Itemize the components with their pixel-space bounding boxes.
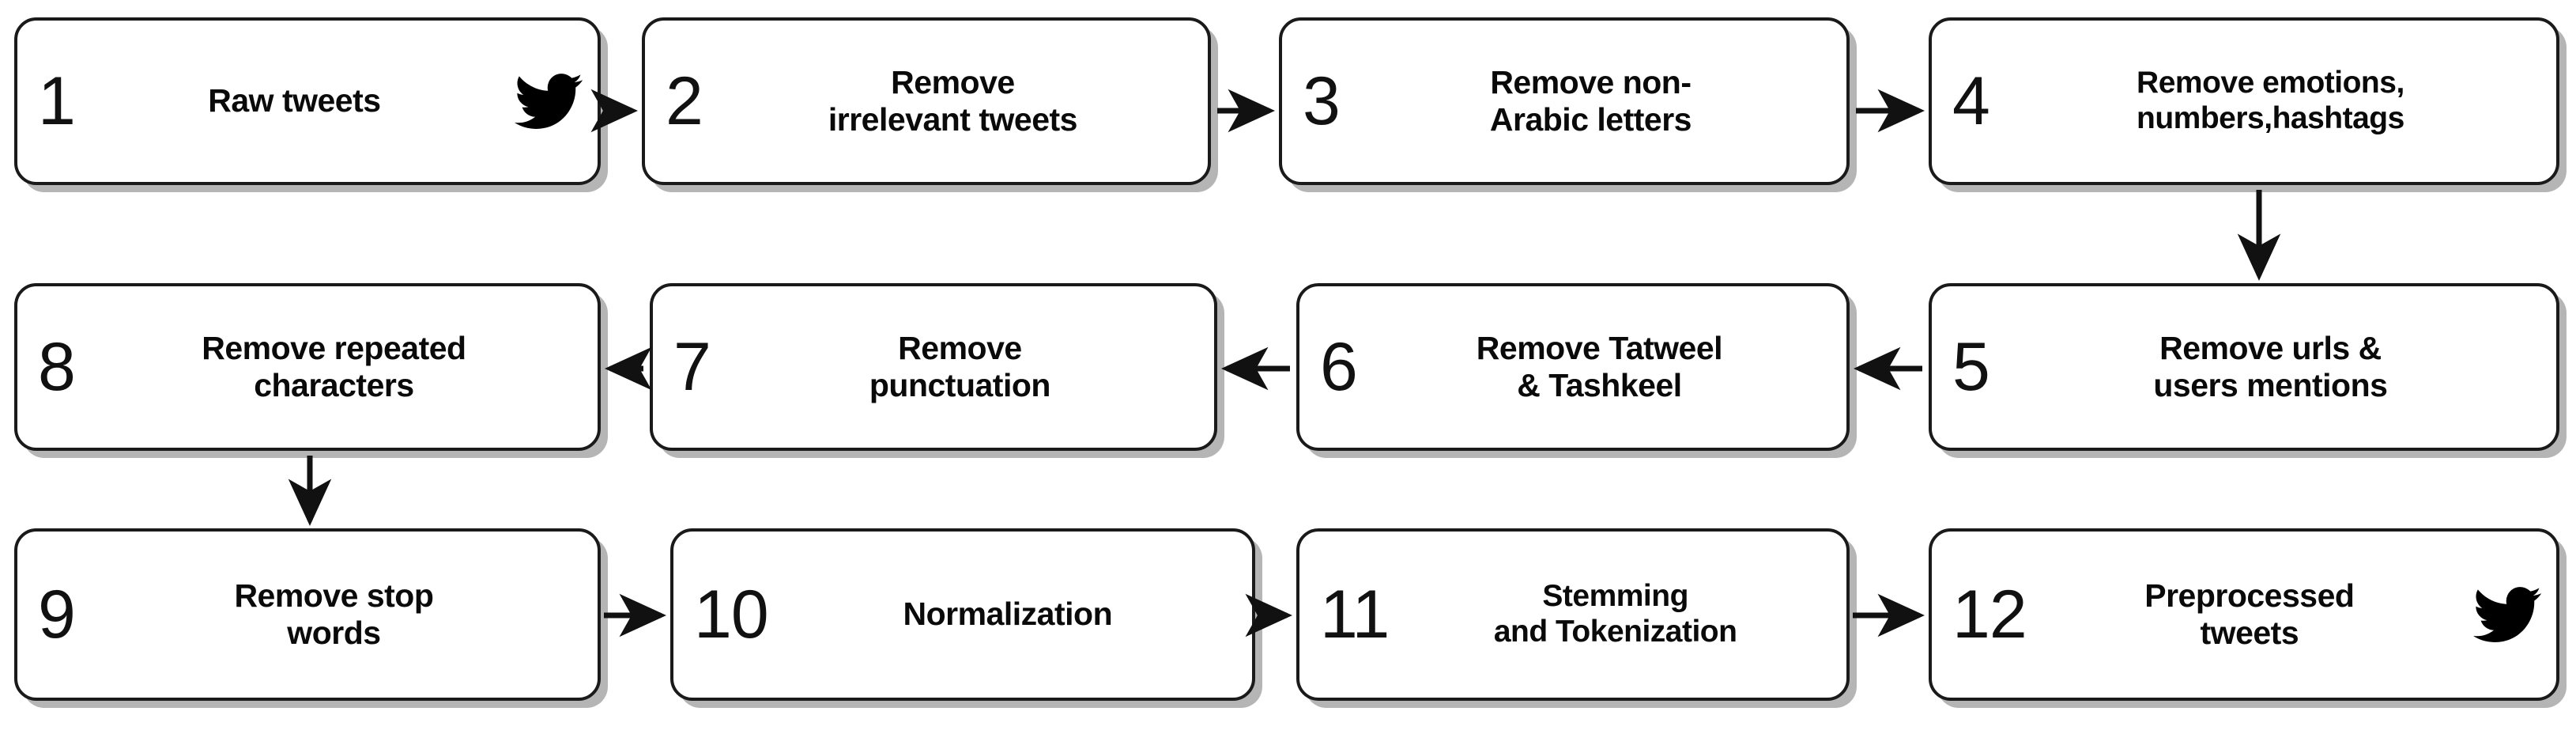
flow-node-10-number: 10 xyxy=(694,577,769,653)
flow-node-11-label: Stemming and Tokenization xyxy=(1493,579,1737,649)
twitter-bird-icon xyxy=(2469,581,2545,649)
flow-node-6-number: 6 xyxy=(1320,329,1358,405)
flow-node-1[interactable]: 1 Raw tweets xyxy=(14,17,601,185)
flow-node-3-label: Remove non- Arabic letters xyxy=(1489,63,1692,138)
flow-node-9-label: Remove stop words xyxy=(234,577,434,651)
flow-node-5-label: Remove urls & users mentions xyxy=(2153,329,2388,403)
flow-node-1-number: 1 xyxy=(38,63,76,139)
flow-node-6[interactable]: 6 Remove Tatweel & Tashkeel xyxy=(1296,283,1850,451)
flow-node-12[interactable]: 12 Preprocessed tweets xyxy=(1929,528,2559,701)
flow-node-9[interactable]: 9 Remove stop words xyxy=(14,528,601,701)
flow-node-4[interactable]: 4 Remove emotions, numbers,hashtags xyxy=(1929,17,2559,185)
flow-node-8-number: 8 xyxy=(38,329,76,405)
flow-node-7-label: Remove punctuation xyxy=(869,329,1051,403)
flow-node-3[interactable]: 3 Remove non- Arabic letters xyxy=(1279,17,1850,185)
flow-node-2-label: Remove irrelevant tweets xyxy=(828,63,1078,138)
flow-node-5[interactable]: 5 Remove urls & users mentions xyxy=(1929,283,2559,451)
flow-node-11-number: 11 xyxy=(1320,577,1390,653)
flow-node-10-label: Normalization xyxy=(903,596,1113,633)
flow-node-8[interactable]: 8 Remove repeated characters xyxy=(14,283,601,451)
flow-node-2[interactable]: 2 Remove irrelevant tweets xyxy=(642,17,1211,185)
flow-node-11[interactable]: 11 Stemming and Tokenization xyxy=(1296,528,1850,701)
flow-node-6-label: Remove Tatweel & Tashkeel xyxy=(1476,329,1723,403)
flow-node-4-number: 4 xyxy=(1952,63,1990,139)
flow-node-1-label: Raw tweets xyxy=(208,82,381,119)
flow-node-7[interactable]: 7 Remove punctuation xyxy=(650,283,1217,451)
flow-node-8-label: Remove repeated characters xyxy=(202,329,466,403)
flow-node-12-label: Preprocessed tweets xyxy=(2144,577,2355,651)
flow-node-5-number: 5 xyxy=(1952,329,1990,405)
twitter-bird-icon xyxy=(511,67,586,135)
flow-node-3-number: 3 xyxy=(1303,63,1341,139)
flow-node-7-number: 7 xyxy=(673,329,711,405)
flow-node-9-number: 9 xyxy=(38,577,76,653)
flow-node-4-label: Remove emotions, numbers,hashtags xyxy=(2137,66,2404,135)
flow-node-12-number: 12 xyxy=(1952,577,2027,653)
flow-node-10[interactable]: 10 Normalization xyxy=(670,528,1255,701)
flow-node-2-number: 2 xyxy=(666,63,703,139)
